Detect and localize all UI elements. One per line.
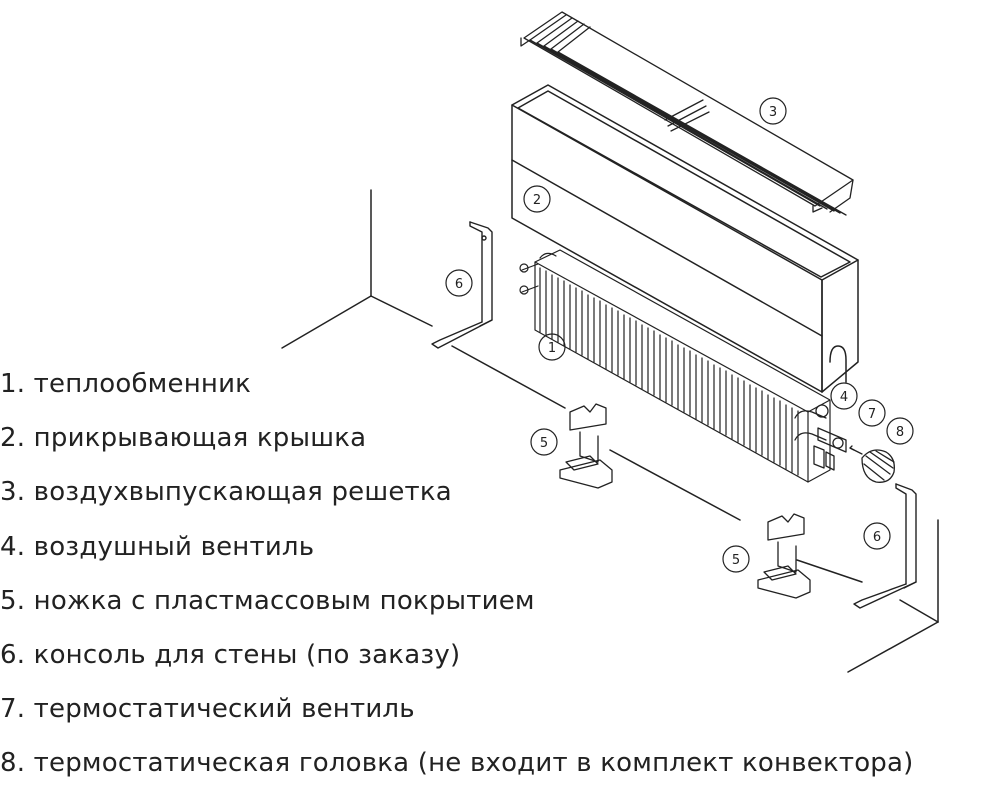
- callout-8: 8: [896, 425, 904, 440]
- callout-7: 7: [868, 407, 876, 422]
- legend-item-1: 1. теплообменник: [0, 369, 252, 399]
- legend-item-6: 6. консоль для стены (по заказу): [0, 639, 461, 670]
- callout-5-left: 5: [540, 436, 548, 451]
- wall-console-right: [853, 483, 917, 609]
- callout-6-right: 6: [873, 530, 881, 545]
- foot-left: [559, 403, 613, 489]
- wall-floor-lines: [281, 189, 939, 673]
- foot-right: [757, 513, 811, 599]
- air-outlet-grille: [520, 11, 854, 216]
- valve-assembly: [794, 404, 863, 471]
- callout-5-right: 5: [732, 553, 740, 568]
- thermostatic-head: [861, 449, 895, 483]
- diagram-drawing: 1 2 3 4 5 5 6 6 7 8: [281, 11, 939, 673]
- callout-4: 4: [840, 390, 848, 405]
- legend-item-3: 3. воздухвыпускающая решетка: [0, 477, 452, 508]
- legend-item-4: 4. воздушный вентиль: [0, 531, 315, 562]
- legend-item-7: 7. термостатический вентиль: [0, 694, 415, 725]
- convector-exploded-diagram: 1 2 3 4 5 5 6 6 7 8 1. теплообменник 2. …: [0, 11, 939, 778]
- legend-item-2: 2. прикрывающая крышка: [0, 423, 367, 454]
- cover-casing: [511, 84, 859, 393]
- wall-console-left: [431, 221, 493, 349]
- legend-item-5: 5. ножка с пластмассовым покрытием: [0, 585, 535, 616]
- callout-3: 3: [769, 105, 777, 120]
- legend-item-8: 8. термостатическая головка (не входит в…: [0, 748, 914, 779]
- parts-legend: 1. теплообменник 2. прикрывающая крышка …: [0, 362, 913, 796]
- callout-2: 2: [533, 193, 541, 208]
- callout-6-left: 6: [455, 277, 463, 292]
- callout-1: 1: [548, 341, 556, 356]
